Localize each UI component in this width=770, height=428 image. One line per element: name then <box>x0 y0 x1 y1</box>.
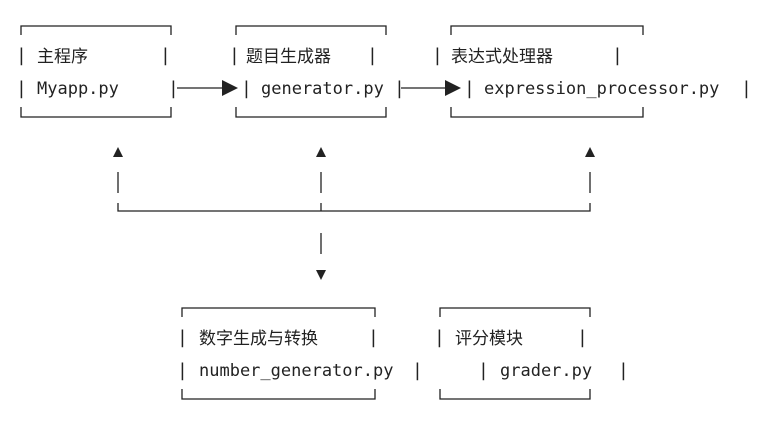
module-box-generator: | | | | 题目生成器 generator.py <box>229 25 405 118</box>
svg-text:|: | <box>612 45 623 66</box>
svg-text:|: | <box>241 78 252 99</box>
bus-connector <box>113 147 595 212</box>
arrow-main-to-generator <box>177 80 238 96</box>
svg-text:|: | <box>367 45 378 66</box>
module-name-grader: 评分模块 <box>455 329 523 349</box>
svg-text:|: | <box>160 45 171 66</box>
arrow-up-processor <box>585 147 595 157</box>
module-file-processor: expression_processor.py <box>484 79 719 99</box>
svg-text:|: | <box>741 78 752 99</box>
svg-text:|: | <box>394 78 405 99</box>
svg-text:|: | <box>577 327 588 348</box>
module-box-processor: | | | | 表达式处理器 expression_processor.py <box>432 25 752 118</box>
module-name-generator: 题目生成器 <box>246 47 331 67</box>
svg-text:|: | <box>478 360 489 381</box>
arrow-up-main <box>113 147 123 157</box>
svg-text:|: | <box>229 45 240 66</box>
svg-text:|: | <box>16 45 27 66</box>
svg-text:|: | <box>168 78 179 99</box>
svg-text:|: | <box>177 360 188 381</box>
module-box-number: | | | | 数字生成与转换 number_generator.py <box>177 307 423 400</box>
module-name-number: 数字生成与转换 <box>199 329 318 349</box>
module-box-grader: | | | | 评分模块 grader.py <box>434 307 629 400</box>
module-file-main: Myapp.py <box>37 79 119 99</box>
svg-text:|: | <box>464 78 475 99</box>
svg-text:|: | <box>432 45 443 66</box>
svg-text:|: | <box>412 360 423 381</box>
module-file-grader: grader.py <box>500 361 592 381</box>
module-file-generator: generator.py <box>261 79 384 99</box>
svg-text:|: | <box>434 327 445 348</box>
module-name-main: 主程序 <box>37 47 88 67</box>
arrow-down-lower <box>316 233 326 280</box>
arrow-generator-to-processor <box>401 80 461 96</box>
module-box-main: | | | | 主程序 Myapp.py <box>16 25 179 118</box>
module-name-processor: 表达式处理器 <box>451 47 553 67</box>
svg-text:|: | <box>177 327 188 348</box>
svg-text:|: | <box>16 78 27 99</box>
arrow-up-generator <box>316 147 326 157</box>
svg-text:|: | <box>368 327 379 348</box>
svg-text:|: | <box>618 360 629 381</box>
module-file-number: number_generator.py <box>199 361 393 381</box>
